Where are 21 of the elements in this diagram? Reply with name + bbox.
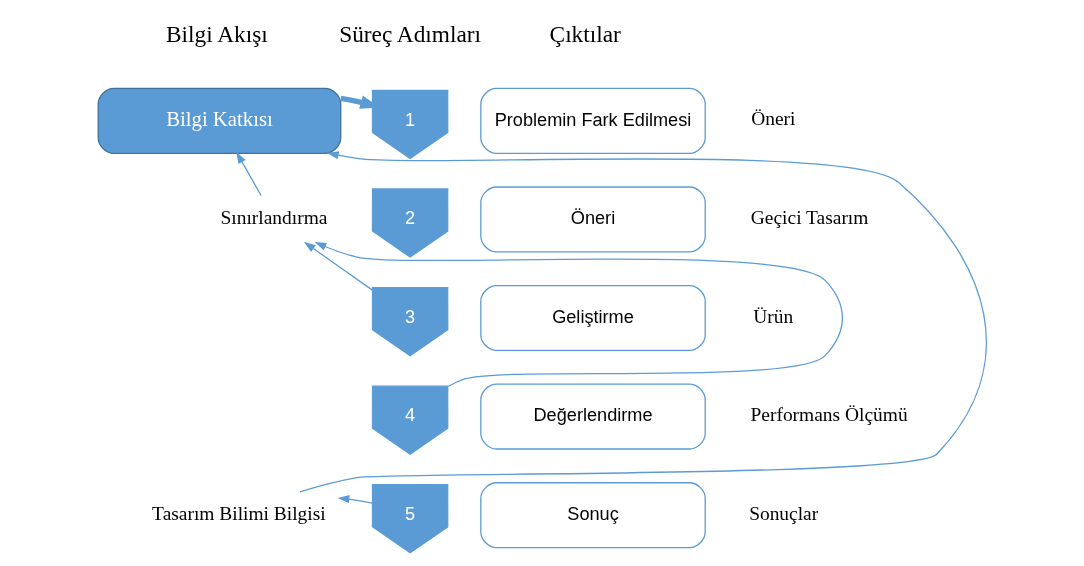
node-box: Problemin Fark Edilmesi	[479, 87, 706, 154]
label: Ürün	[752, 305, 793, 327]
label: Sonuçlar	[748, 502, 818, 524]
node-box: Öneri	[479, 186, 706, 253]
arrow	[337, 495, 373, 504]
node-box: Bilgi Katkısı	[97, 87, 341, 154]
label: Geçici Tasarım	[750, 206, 868, 228]
label: Bilgi Akışı	[165, 21, 268, 48]
node-box: Sonuç	[479, 482, 706, 549]
node-text: Sınırlandırma	[219, 206, 327, 228]
node-box: Geliştirme	[479, 284, 706, 352]
label: Süreç Adımları	[338, 21, 481, 48]
arrow	[314, 242, 843, 388]
label: Öneri	[750, 108, 795, 130]
label: Çıktılar	[549, 21, 621, 48]
node-box: Değerlendirme	[479, 383, 706, 450]
label: Performans Ölçümü	[750, 404, 908, 426]
arrow	[303, 241, 373, 291]
node-text: Tasarım Bilimi Bilgisi	[151, 502, 326, 524]
arrow	[298, 151, 987, 493]
arrow	[235, 151, 262, 197]
